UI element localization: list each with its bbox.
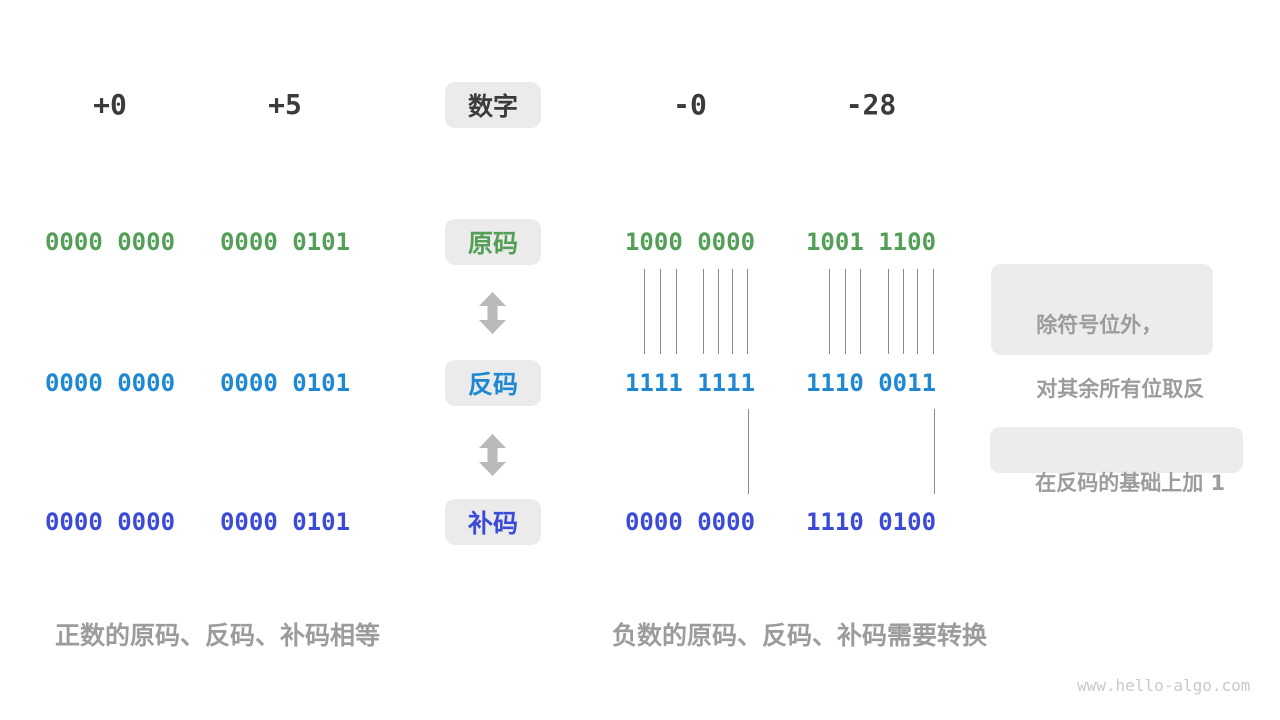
binary-value: 0000 0000 bbox=[44, 508, 176, 536]
flip-bits-annotation: 除符号位外， 对其余所有位取反 bbox=[991, 264, 1213, 401]
negative-numbers-caption: 负数的原码、反码、补码需要转换 bbox=[612, 621, 988, 650]
bit-flip-connector-line bbox=[829, 269, 830, 354]
binary-value: 0000 0000 bbox=[624, 508, 756, 536]
twos-complement-label: 补码 bbox=[467, 509, 518, 538]
binary-value: 1110 0011 bbox=[805, 369, 937, 397]
bit-flip-connector-line bbox=[888, 269, 889, 354]
number-label-box: 数字 bbox=[445, 82, 541, 128]
number-label: 数字 bbox=[467, 92, 518, 121]
add-one-connector-line bbox=[934, 409, 935, 494]
flip-bits-annotation-line2: 对其余所有位取反 bbox=[1036, 377, 1205, 401]
updown-arrow-icon bbox=[479, 292, 506, 334]
ones-complement-label: 反码 bbox=[467, 370, 518, 399]
header-value-plus5: +5 bbox=[268, 88, 302, 121]
binary-value: 0000 0101 bbox=[219, 508, 351, 536]
binary-value: 0000 0101 bbox=[219, 369, 351, 397]
binary-value: 1001 1100 bbox=[805, 228, 937, 256]
bit-flip-connector-line bbox=[732, 269, 733, 354]
bit-flip-connector-line bbox=[845, 269, 846, 354]
bit-flip-connector-line bbox=[644, 269, 645, 354]
positive-numbers-caption: 正数的原码、反码、补码相等 bbox=[55, 621, 381, 650]
header-value-minus28: -28 bbox=[845, 88, 897, 121]
bit-flip-connector-line bbox=[917, 269, 918, 354]
binary-value: 0000 0000 bbox=[44, 228, 176, 256]
header-value-plus0: +0 bbox=[93, 88, 127, 121]
binary-value: 1110 0100 bbox=[805, 508, 937, 536]
bit-flip-connector-line bbox=[676, 269, 677, 354]
bit-flip-connector-line bbox=[660, 269, 661, 354]
updown-arrow-icon bbox=[479, 434, 506, 476]
bit-flip-connector-line bbox=[747, 269, 748, 354]
watermark: www.hello-algo.com bbox=[1077, 676, 1251, 695]
flip-bits-annotation-line1: 除符号位外， bbox=[1036, 313, 1163, 337]
add-one-annotation: 在反码的基础上加 1 bbox=[990, 427, 1243, 495]
bit-flip-connector-line bbox=[718, 269, 719, 354]
bit-flip-connector-line bbox=[903, 269, 904, 354]
bit-flip-connector-line bbox=[860, 269, 861, 354]
sign-magnitude-label: 原码 bbox=[467, 229, 518, 258]
bit-flip-connector-line bbox=[933, 269, 934, 354]
bit-flip-connector-line bbox=[703, 269, 704, 354]
binary-value: 0000 0101 bbox=[219, 228, 351, 256]
sign-magnitude-label-box: 原码 bbox=[445, 219, 541, 265]
add-one-connector-line bbox=[748, 409, 749, 494]
twos-complement-label-box: 补码 bbox=[445, 499, 541, 545]
binary-value: 1111 1111 bbox=[624, 369, 756, 397]
ones-complement-label-box: 反码 bbox=[445, 360, 541, 406]
binary-value: 0000 0000 bbox=[44, 369, 176, 397]
header-value-minus0: -0 bbox=[673, 88, 707, 121]
add-one-annotation-text: 在反码的基础上加 1 bbox=[1035, 471, 1226, 495]
binary-value: 1000 0000 bbox=[624, 228, 756, 256]
